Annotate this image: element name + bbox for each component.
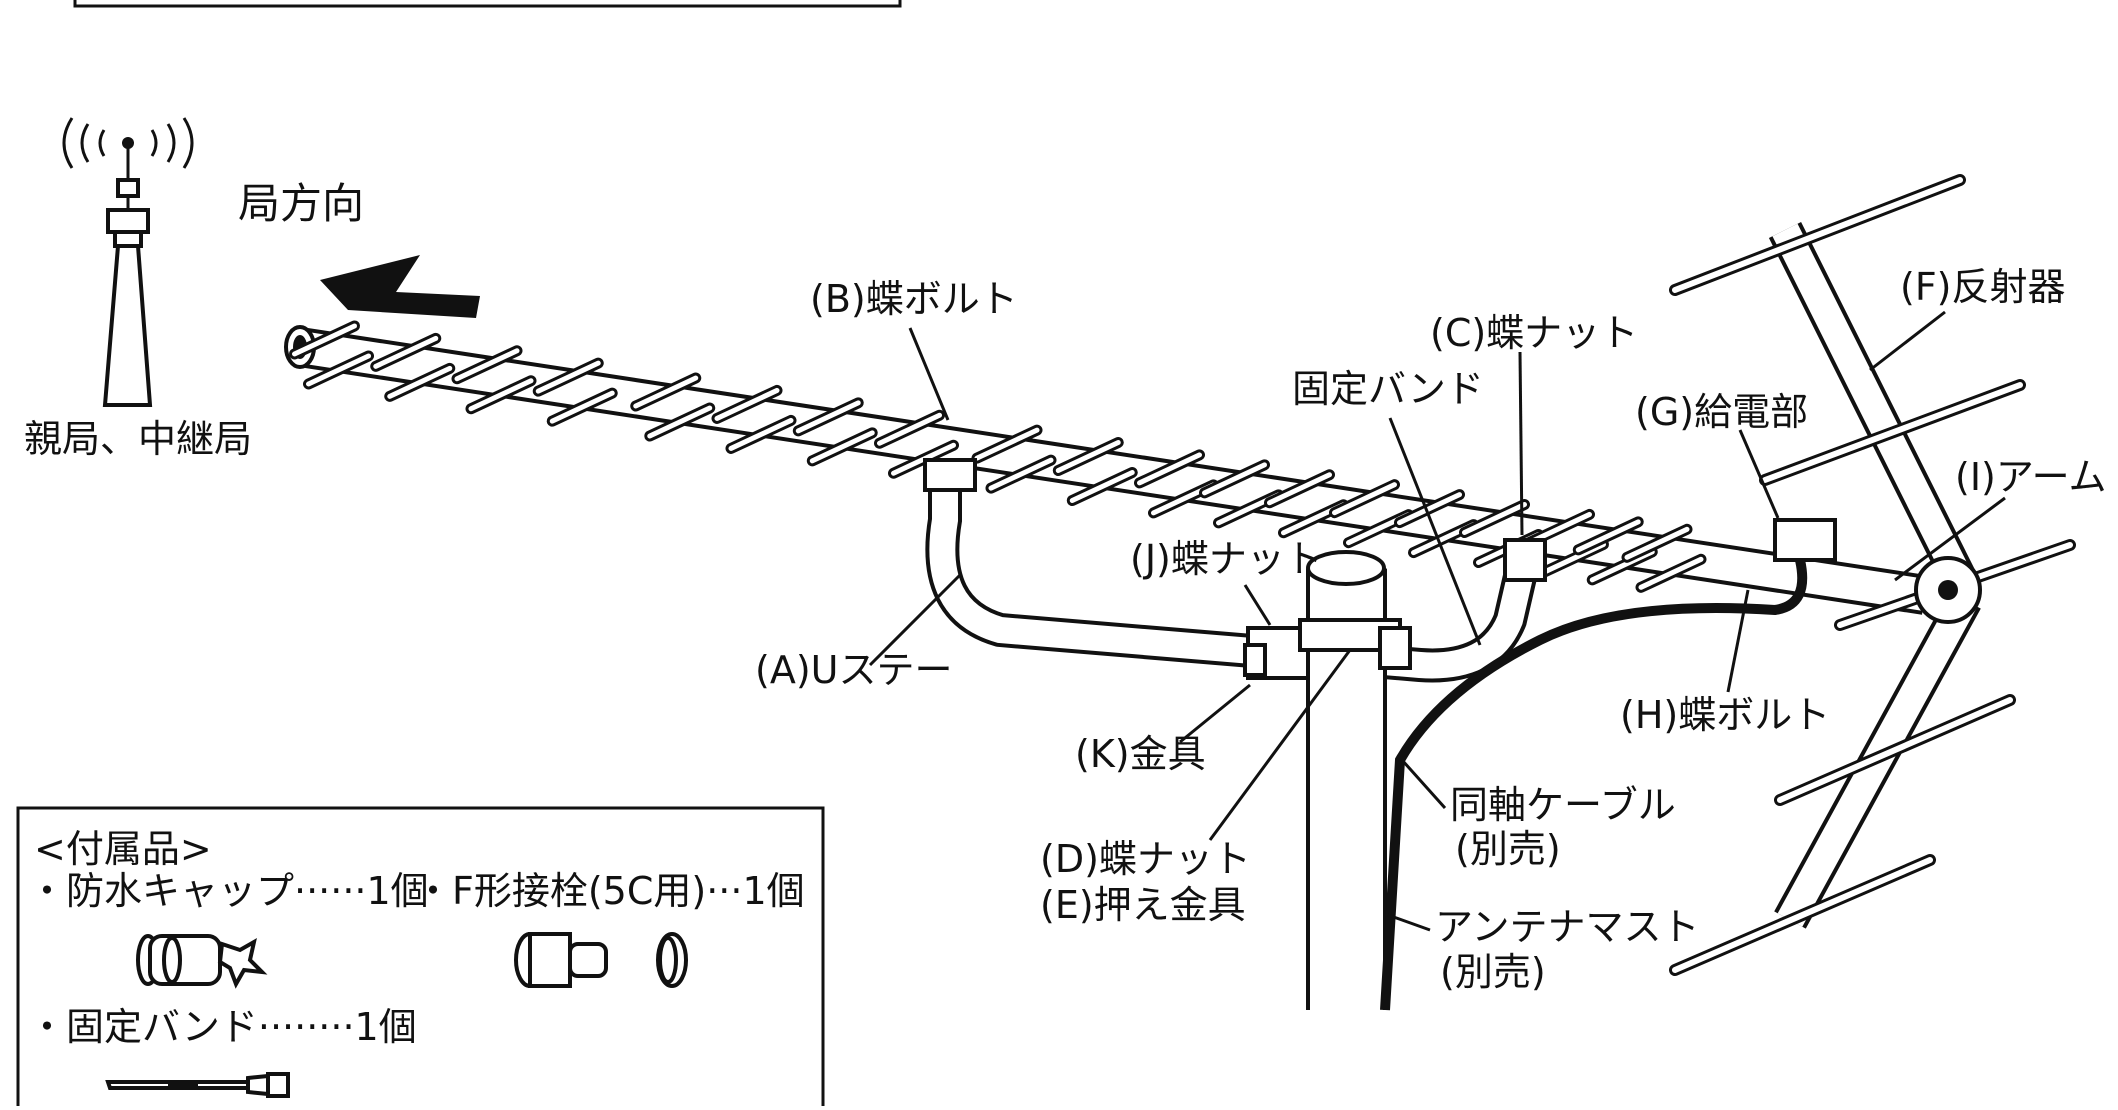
director-rod-fill <box>306 353 371 387</box>
cable-tie-icon <box>105 1072 290 1098</box>
label-i-arm: (I)アーム <box>1955 455 2106 499</box>
director-rod-fill <box>1541 541 1606 575</box>
leader-lines <box>868 310 2006 932</box>
director-rod-fill <box>877 412 942 446</box>
label-c-nut: (C)蝶ナット <box>1430 311 1638 355</box>
label-coax: 同軸ケーブル <box>1450 783 1676 827</box>
accessories-box: <付属品> ・防水キャップ······1個 ・F形接栓(5C用)···1個 ・固… <box>16 806 825 1110</box>
accessory-waterproof-cap: ・防水キャップ······1個 <box>28 869 429 913</box>
director-rod-fill <box>809 430 875 464</box>
accessory-f-connector: ・F形接栓(5C用)···1個 <box>414 869 805 913</box>
label-b-bolt: (B)蝶ボルト <box>810 277 1018 321</box>
director-rod-fill <box>454 348 520 382</box>
director-rod-fill <box>795 400 861 434</box>
director-rod-fill <box>1137 452 1202 486</box>
director-rod-fill <box>535 360 601 394</box>
label-h-bolt: (H)蝶ボルト <box>1620 693 1830 737</box>
f-connector-icon <box>514 932 688 988</box>
director-rod-fill <box>1462 502 1527 536</box>
arrow-left-icon <box>320 255 480 318</box>
label-mast-note: (別売) <box>1440 950 1546 994</box>
director-rod-fill <box>974 427 1040 461</box>
director-rod-fill <box>1202 462 1267 496</box>
label-mast: アンテナマスト <box>1435 905 1699 949</box>
director-rod-fill <box>1069 470 1135 504</box>
u-stay <box>923 458 1547 683</box>
director-rod-fill <box>1575 519 1641 553</box>
director-rod-fill <box>292 323 357 357</box>
label-fixing-band: 固定バンド <box>1292 367 1484 411</box>
label-coax-note: (別売) <box>1455 827 1561 871</box>
label-j-nut: (J)蝶ナット <box>1130 537 1323 581</box>
accessory-cable-tie: ・固定バンド········1個 <box>28 1005 417 1049</box>
director-rod-fill <box>1055 440 1121 474</box>
tower-label: 親局、中継局 <box>24 417 252 461</box>
feed-box <box>1773 518 1837 562</box>
broadcast-tower-icon <box>62 117 194 407</box>
coax-cable <box>1380 558 1808 1011</box>
antenna-mast <box>1306 550 1387 1010</box>
director-rod-fill <box>1589 549 1655 583</box>
director-rod-fill <box>1397 492 1462 526</box>
waterproof-cap-icon <box>136 934 268 989</box>
director-rod-fill <box>714 387 780 421</box>
label-a-ustay: (A)Uステー <box>755 648 952 692</box>
label-d-nut: (D)蝶ナット <box>1040 837 1251 881</box>
label-e-plate: (E)押え金具 <box>1040 883 1246 927</box>
director-elements <box>289 320 1707 593</box>
director-rod-fill <box>647 405 713 439</box>
reflector <box>1669 174 2076 976</box>
label-g-feed: (G)給電部 <box>1635 390 1808 434</box>
director-rod-fill <box>1332 482 1397 516</box>
director-rod-fill <box>468 378 534 412</box>
direction-label: 局方向 <box>238 179 364 228</box>
director-rod-fill <box>387 365 453 399</box>
top-frame-edge <box>73 0 902 8</box>
director-rod-fill <box>633 375 699 409</box>
accessories-heading: <付属品> <box>34 827 212 871</box>
director-rod-fill <box>1267 472 1332 506</box>
mast-clamp <box>1243 618 1412 680</box>
label-f-reflector: (F)反射器 <box>1900 265 2066 309</box>
director-rod-fill <box>1638 556 1704 590</box>
director-rod-fill <box>1624 526 1690 560</box>
director-rod-fill <box>373 335 439 369</box>
director-rod-fill <box>988 457 1054 491</box>
director-rod-fill <box>1527 511 1592 545</box>
director-rod-fill <box>549 390 615 424</box>
antenna-boom <box>284 325 1929 615</box>
director-rod-fill <box>728 417 794 451</box>
